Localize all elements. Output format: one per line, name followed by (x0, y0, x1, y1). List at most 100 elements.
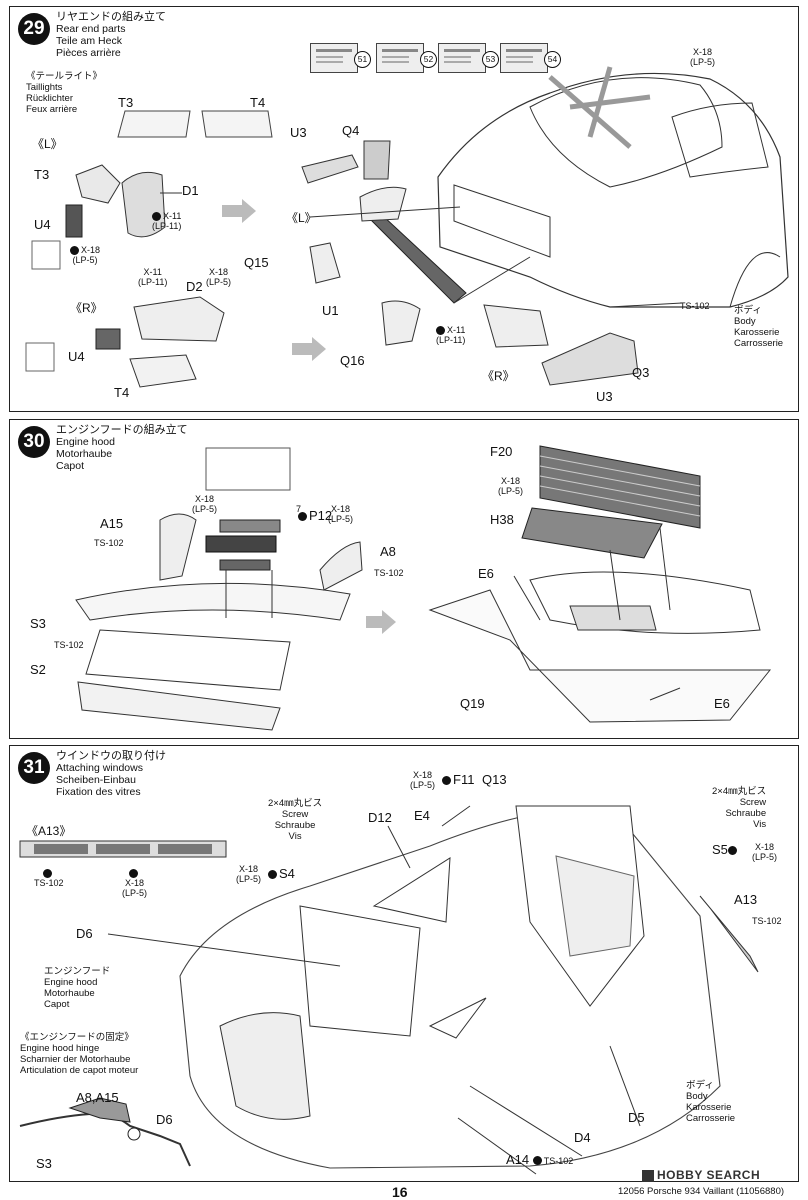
step-title-fr: Fixation des vitres (56, 786, 141, 798)
part-label-u3: U3 (290, 125, 307, 140)
part-label-u3-b: U3 (596, 389, 613, 404)
step-title-jp: ウインドウの取り付け (56, 750, 166, 762)
part-label-q16: Q16 (340, 353, 365, 368)
hinge-label: 《エンジンフードの固定》 Engine hood hinge Scharnier… (20, 1032, 139, 1076)
decal-plate-1 (310, 43, 358, 73)
label-right: 《R》 (70, 301, 103, 315)
step-title-en: Rear end parts (56, 23, 126, 35)
body-jp: ボディ (734, 305, 762, 316)
part-label-q15: Q15 (244, 255, 269, 270)
part-label-e6-b: E6 (714, 696, 730, 711)
label-left: 《L》 (32, 137, 63, 151)
part-label-s4: S4 (268, 866, 295, 881)
step-number: 29 (18, 13, 50, 45)
hood-label: エンジンフード Engine hood Motorhaube Capot (44, 966, 111, 1010)
step-title-de: Teile am Heck (56, 35, 122, 47)
part-label-a8a15: A8,A15 (76, 1090, 119, 1105)
paint-x18-u4: X-18(LP-5) (70, 245, 100, 265)
paint-x18-s5: X-18(LP-5) (752, 842, 778, 862)
decal-plate-2 (376, 43, 424, 73)
paint-ts102-a15: TS-102 (94, 538, 124, 548)
part-label-t3-b: T3 (34, 167, 50, 182)
paint-ts102-a8: TS-102 (374, 568, 404, 578)
paint-ts102-a13-b: TS-102 (752, 916, 782, 926)
part-label-s2: S2 (30, 662, 46, 677)
paint-x18-d2: X-18(LP-5) (206, 267, 232, 287)
paint-ts102-a13: TS-102 (34, 868, 64, 888)
part-label-u4-b: U4 (68, 349, 85, 364)
step-title-fr: Capot (56, 460, 85, 472)
subtitle-jp: 《テールライト》 (26, 71, 103, 82)
step-30-drawing (75, 445, 772, 731)
step-title-block: リヤエンドの組み立て Rear end parts Teile am Heck … (56, 11, 166, 59)
part-label-u1: U1 (322, 303, 339, 318)
paint-x11-d1: X-11(LP-11) (152, 211, 182, 232)
screw-label-right: 2×4㎜丸ビス Screw Schraube Vis (712, 786, 767, 830)
step-29-drawing (25, 66, 789, 388)
part-label-f20: F20 (490, 444, 513, 459)
step-title-block: ウインドウの取り付け Attaching windows Scheiben-Ei… (56, 750, 166, 798)
decal-num-53: 53 (482, 51, 499, 68)
paint-x11-rear: X-11(LP-11) (436, 325, 466, 346)
step-title-jp: エンジンフードの組み立て (56, 424, 188, 436)
part-label-a15: A15 (100, 516, 124, 531)
paint-x18-f20: X-18(LP-5) (498, 476, 524, 496)
part-label-t4-b: T4 (114, 385, 130, 400)
part-label-d2: D2 (186, 279, 203, 294)
step-number: 30 (18, 426, 50, 458)
paint-x18-a13: X-18(LP-5) (122, 868, 147, 898)
taillight-subtitle: 《テールライト》 Taillights Rücklichter Feux arr… (26, 71, 102, 115)
subtitle-en: Taillights (26, 82, 63, 93)
product-code: 12056 Porsche 934 Vaillant (11056880) (618, 1186, 785, 1197)
part-label-d6: D6 (76, 926, 93, 941)
paint-ts102-body: TS-102 (680, 301, 710, 311)
a13-title: 《A13》 (26, 824, 72, 838)
part-label-u4: U4 (34, 217, 51, 232)
step-30-panel: 30 エンジンフードの組み立て Engine hood Motorhaube C… (9, 419, 799, 739)
body-label: ボディ Body Karosserie Carrosserie (686, 1080, 736, 1124)
paint-x18-window: X-18(LP-5) (690, 47, 716, 67)
step-title-en: Engine hood (56, 436, 115, 448)
part-label-t3: T3 (118, 95, 134, 110)
part-label-d12: D12 (368, 810, 392, 825)
body-label: ボディ Body Karosserie Carrosserie (734, 305, 783, 349)
decal-plate-3 (438, 43, 486, 73)
step-31-panel: 31 ウインドウの取り付け Attaching windows Scheiben… (9, 745, 799, 1182)
step-title-fr: Pièces arrière (56, 47, 121, 59)
decal-num-54: 54 (544, 51, 561, 68)
part-label-f11: F11 (442, 772, 474, 787)
part-label-q4: Q4 (342, 123, 360, 138)
paint-ts102-s3: TS-102 (54, 640, 84, 650)
step-title-jp: リヤエンドの組み立て (56, 11, 166, 23)
part-label-d5: D5 (628, 1110, 645, 1125)
step-number: 31 (18, 752, 50, 784)
part-label-s3: S3 (30, 616, 46, 631)
brush-7: 7 (296, 504, 302, 514)
subtitle-fr: Feux arrière (26, 104, 78, 115)
part-label-q19: Q19 (460, 696, 485, 711)
page-number: 16 (392, 1184, 408, 1200)
paint-x18-s4: X-18(LP-5) (236, 864, 262, 884)
part-label-s3: S3 (36, 1156, 52, 1171)
subtitle-de: Rücklichter (26, 93, 73, 104)
step-31-drawing (19, 805, 759, 1175)
decal-plate-4 (500, 43, 548, 73)
part-label-d4: D4 (574, 1130, 591, 1145)
part-label-e4: E4 (414, 808, 430, 823)
step-29-panel: 29 リヤエンドの組み立て Rear end parts Teile am He… (9, 6, 799, 412)
part-label-d1: D1 (182, 183, 199, 198)
paint-x11-d2: X-11(LP-11) (138, 267, 168, 287)
part-label-d6-b: D6 (156, 1112, 173, 1127)
step-title-en: Attaching windows (56, 762, 143, 774)
part-label-a14: A14 TS-102 (506, 1152, 574, 1167)
label-right-car: 《R》 (482, 369, 515, 383)
part-label-a8: A8 (380, 544, 396, 559)
label-left-car: 《L》 (286, 211, 317, 225)
paint-x18-mesh: X-18(LP-5) (192, 494, 218, 514)
body-de: Karosserie (734, 327, 780, 338)
part-label-h38: H38 (490, 512, 514, 527)
part-label-e6: E6 (478, 566, 494, 581)
body-en: Body (734, 316, 756, 327)
part-label-s5: S5 (712, 842, 739, 857)
part-label-p12: P12 (298, 508, 332, 523)
